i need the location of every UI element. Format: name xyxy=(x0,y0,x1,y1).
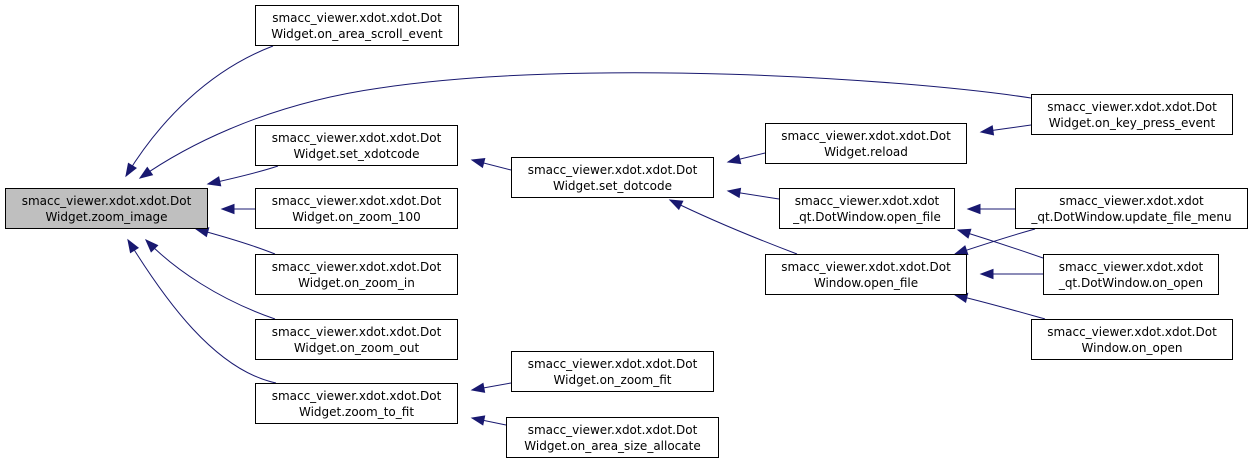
node-line-1: smacc_viewer.xdot.xdot.Dot xyxy=(1047,99,1217,114)
arrowhead-icon xyxy=(726,153,742,165)
arrowhead-icon xyxy=(127,238,140,254)
arrowhead-icon xyxy=(966,203,981,215)
node-line-1: smacc_viewer.xdot.xdot.Dot xyxy=(527,162,698,177)
node-line-2: Widget.on_area_size_allocate xyxy=(524,438,701,453)
node-line-2: Window.open_file xyxy=(813,275,919,290)
node-qt-on-open[interactable]: smacc_viewer.xdot.xdot _qt.DotWindow.on_… xyxy=(1043,254,1219,295)
node-line-1: smacc_viewer.xdot.xdot.Dot xyxy=(271,324,442,339)
arrowhead-icon xyxy=(125,162,137,178)
arrowhead-icon xyxy=(470,382,486,393)
edge-set_xdotcode-to-zoom_image xyxy=(206,165,279,187)
edge-line xyxy=(957,229,1044,259)
edge-on_area_size_allocate-to-zoom_to_fit xyxy=(470,415,507,426)
node-line-2: Widget.set_xdotcode xyxy=(293,146,420,161)
node-on-zoom-out[interactable]: smacc_viewer.xdot.xdot.Dot Widget.on_zoo… xyxy=(255,319,458,360)
arrowhead-icon xyxy=(668,199,684,211)
node-line-2: Widget.zoom_to_fit xyxy=(298,404,415,419)
arrowhead-icon xyxy=(206,176,222,187)
edge-qt_open_file-to-set_dotcode xyxy=(726,187,780,200)
node-line-1: smacc_viewer.xdot.xdot.Dot xyxy=(271,193,442,208)
node-set-dotcode[interactable]: smacc_viewer.xdot.xdot.Dot Widget.set_do… xyxy=(511,157,714,198)
node-line-1: smacc_viewer.xdot.xdot.Dot xyxy=(527,356,698,371)
node-line-2: Widget.on_area_scroll_event xyxy=(271,26,443,41)
arrowhead-icon xyxy=(194,227,210,238)
edge-on_key_press_event-to-zoom_image xyxy=(138,72,1032,179)
node-line-2: Widget.on_key_press_event xyxy=(1048,115,1216,130)
edge-on_key_press_event-to-reload xyxy=(979,124,1032,136)
edge-line xyxy=(125,45,274,177)
node-window-on-open[interactable]: smacc_viewer.xdot.xdot.Dot Window.on_ope… xyxy=(1031,319,1233,360)
node-on-area-scroll-event[interactable]: smacc_viewer.xdot.xdot.Dot Widget.on_are… xyxy=(255,5,459,46)
node-line-1: smacc_viewer.xdot.xdot.Dot xyxy=(1047,324,1217,339)
node-line-2: _qt.DotWindow.update_file_menu xyxy=(1031,209,1232,224)
edge-set_dotcode-to-set_xdotcode xyxy=(470,158,512,171)
node-line-2: Widget.on_zoom_out xyxy=(293,340,420,355)
node-line-1: smacc_viewer.xdot.xdot.Dot xyxy=(781,128,951,143)
edge-line xyxy=(954,294,1046,320)
node-on-key-press-event[interactable]: smacc_viewer.xdot.xdot.Dot Widget.on_key… xyxy=(1031,94,1233,135)
node-line-1: smacc_viewer.xdot.xdot.Dot xyxy=(781,259,951,274)
arrowhead-icon xyxy=(138,166,154,179)
node-line-2: Widget.on_zoom_in xyxy=(298,275,415,290)
edge-qt_on_open-to-window_open_file xyxy=(979,268,1043,280)
node-line-2: Window.on_open xyxy=(1081,340,1183,355)
node-qt-open-file[interactable]: smacc_viewer.xdot.xdot _qt.DotWindow.ope… xyxy=(779,188,955,229)
arrowhead-icon xyxy=(145,238,159,253)
node-line-2: Widget.reload xyxy=(824,144,908,159)
node-line-1: smacc_viewer.xdot.xdot.Dot xyxy=(21,193,192,208)
arrowhead-icon xyxy=(470,158,486,169)
node-on-zoom-100[interactable]: smacc_viewer.xdot.xdot.Dot Widget.on_zoo… xyxy=(255,188,458,229)
edge-on_zoom_100-to-zoom_image xyxy=(220,203,255,215)
node-line-2: Widget.zoom_image xyxy=(45,209,168,224)
edge-line xyxy=(669,199,798,255)
node-line-2: Widget.on_zoom_100 xyxy=(292,209,421,224)
arrowhead-icon xyxy=(979,268,994,280)
arrowhead-icon xyxy=(220,203,235,215)
edge-update_file_menu-to-qt_open_file xyxy=(966,203,1015,215)
node-line-1: smacc_viewer.xdot.xdot.Dot xyxy=(271,388,442,403)
edge-window_on_open-to-window_open_file xyxy=(953,292,1046,320)
node-set-xdotcode[interactable]: smacc_viewer.xdot.xdot.Dot Widget.set_xd… xyxy=(255,125,458,166)
edge-on_zoom_in-to-zoom_image xyxy=(194,227,276,255)
node-line-1: smacc_viewer.xdot.xdot.Dot xyxy=(272,10,442,25)
arrowhead-icon xyxy=(470,415,486,426)
node-line-1: smacc_viewer.xdot.xdot xyxy=(1058,259,1204,274)
arrowhead-icon xyxy=(956,228,972,239)
node-line-2: Widget.on_zoom_fit xyxy=(553,372,672,387)
arrowhead-icon xyxy=(979,125,995,136)
edge-line xyxy=(139,72,1032,179)
arrowhead-icon xyxy=(726,187,742,199)
node-on-zoom-fit[interactable]: smacc_viewer.xdot.xdot.Dot Widget.on_zoo… xyxy=(511,351,714,392)
node-zoom-image[interactable]: smacc_viewer.xdot.xdot.Dot Widget.zoom_i… xyxy=(5,188,208,229)
node-line-1: smacc_viewer.xdot.xdot.Dot xyxy=(271,259,442,274)
node-zoom-to-fit[interactable]: smacc_viewer.xdot.xdot.Dot Widget.zoom_t… xyxy=(255,383,458,424)
node-on-zoom-in[interactable]: smacc_viewer.xdot.xdot.Dot Widget.on_zoo… xyxy=(255,254,458,295)
edge-zoom_to_fit-to-zoom_image xyxy=(127,238,277,384)
node-line-1: smacc_viewer.xdot.xdot xyxy=(794,193,940,208)
edge-line xyxy=(127,239,277,384)
node-line-1: smacc_viewer.xdot.xdot xyxy=(1059,193,1204,208)
edge-line xyxy=(145,239,276,320)
edge-window_open_file-to-set_dotcode xyxy=(668,199,798,255)
node-reload[interactable]: smacc_viewer.xdot.xdot.Dot Widget.reload xyxy=(765,123,967,164)
node-line-1: smacc_viewer.xdot.xdot.Dot xyxy=(271,130,442,145)
node-update-file-menu[interactable]: smacc_viewer.xdot.xdot _qt.DotWindow.upd… xyxy=(1015,188,1248,229)
edge-qt_on_open-to-qt_open_file xyxy=(956,228,1044,259)
node-line-1: smacc_viewer.xdot.xdot.Dot xyxy=(527,422,698,437)
node-on-area-size-allocate[interactable]: smacc_viewer.xdot.xdot.Dot Widget.on_are… xyxy=(506,417,719,458)
edge-on_zoom_out-to-zoom_image xyxy=(145,238,276,320)
edge-on_zoom_fit-to-zoom_to_fit xyxy=(470,382,512,393)
edge-on_area_scroll_event-to-zoom_image xyxy=(125,45,274,178)
node-window-open-file[interactable]: smacc_viewer.xdot.xdot.Dot Window.open_f… xyxy=(765,254,967,295)
node-line-2: Widget.set_dotcode xyxy=(552,178,672,193)
edge-reload-to-set_dotcode xyxy=(726,152,766,165)
node-line-2: _qt.DotWindow.on_open xyxy=(1058,275,1204,290)
node-line-2: _qt.DotWindow.open_file xyxy=(793,209,941,224)
